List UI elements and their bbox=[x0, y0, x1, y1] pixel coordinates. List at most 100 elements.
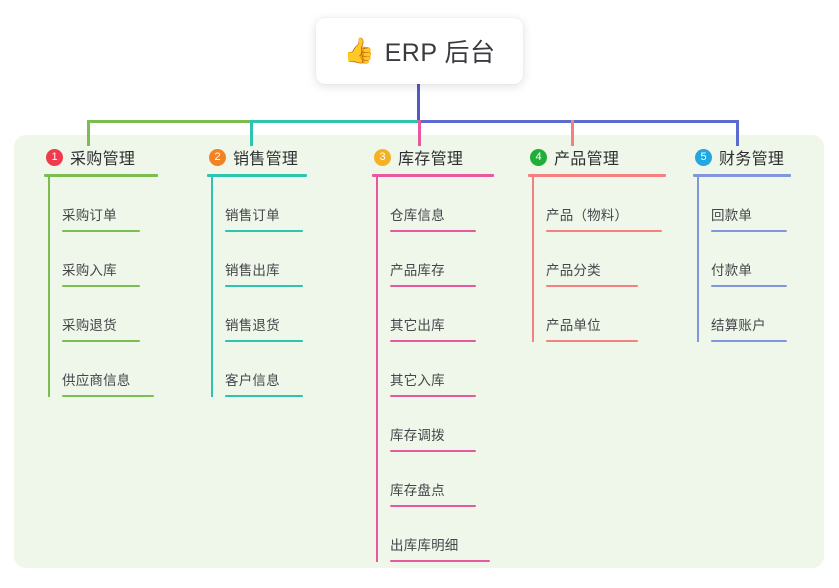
branch-title-label: 产品管理 bbox=[554, 151, 620, 168]
branch-item-underline bbox=[390, 340, 476, 342]
branch-title-underline bbox=[44, 174, 158, 177]
branch-title-2[interactable]: 2 销售管理 bbox=[207, 146, 307, 168]
branch-item-underline bbox=[390, 395, 476, 397]
branch-column-2: 2 销售管理销售订单销售出库销售退货客户信息 bbox=[207, 146, 307, 397]
branch-item-underline bbox=[62, 340, 140, 342]
branch-item-underline bbox=[546, 340, 638, 342]
branch-spine bbox=[211, 177, 213, 397]
root-node-title: ERP 后台 bbox=[384, 39, 496, 67]
branch-title-underline bbox=[528, 174, 666, 177]
branch-item[interactable]: 结算账户 bbox=[693, 287, 791, 342]
branch-column-4: 4 产品管理产品（物料） 产品分类产品单位 bbox=[528, 146, 666, 342]
branch-item-label: 其它出库 bbox=[390, 318, 445, 333]
branch-item[interactable]: 销售订单 bbox=[207, 177, 307, 232]
branch-item-underline bbox=[390, 505, 476, 507]
branch-item[interactable]: 其它出库 bbox=[372, 287, 494, 342]
branch-item[interactable]: 出库库明细 bbox=[372, 507, 494, 562]
branch-spine bbox=[532, 177, 534, 342]
branch-item-underline bbox=[546, 285, 638, 287]
branch-item-label: 出库库明细 bbox=[390, 538, 459, 553]
branch-number-badge: 4 bbox=[530, 148, 547, 166]
branch-number-badge: 3 bbox=[374, 148, 391, 166]
branch-item[interactable]: 回款单 bbox=[693, 177, 791, 232]
branch-item[interactable]: 销售退货 bbox=[207, 287, 307, 342]
branch-item-underline bbox=[390, 285, 476, 287]
branch-item-underline bbox=[711, 285, 787, 287]
branch-title-underline bbox=[207, 174, 307, 177]
branch-item-label: 库存调拨 bbox=[390, 428, 445, 443]
branch-item-underline bbox=[225, 285, 303, 287]
branch-item-list: 采购订单采购入库采购退货供应商信息 bbox=[44, 177, 158, 397]
branch-item[interactable]: 产品单位 bbox=[528, 287, 666, 342]
branch-item-label: 产品（物料） bbox=[546, 208, 629, 223]
branch-item-underline bbox=[390, 560, 490, 562]
branch-item[interactable]: 采购入库 bbox=[44, 232, 158, 287]
branch-item[interactable]: 仓库信息 bbox=[372, 177, 494, 232]
branch-item-list: 回款单付款单结算账户 bbox=[693, 177, 791, 342]
branch-column-3: 3 库存管理仓库信息产品库存其它出库其它入库库存调拨库存盘点出库库明细 bbox=[372, 146, 494, 562]
branch-item[interactable]: 供应商信息 bbox=[44, 342, 158, 397]
branch-item-label: 回款单 bbox=[711, 208, 753, 223]
branch-item-list: 产品（物料） 产品分类产品单位 bbox=[528, 177, 666, 342]
branch-item-label: 库存盘点 bbox=[390, 483, 445, 498]
branch-item[interactable]: 库存调拨 bbox=[372, 397, 494, 452]
branch-item[interactable]: 其它入库 bbox=[372, 342, 494, 397]
bus-segment-1 bbox=[87, 120, 253, 123]
branch-item[interactable]: 产品分类 bbox=[528, 232, 666, 287]
branch-item-label: 仓库信息 bbox=[390, 208, 445, 223]
branch-item[interactable]: 产品库存 bbox=[372, 232, 494, 287]
branch-title-label: 销售管理 bbox=[233, 151, 299, 168]
branch-title-label: 采购管理 bbox=[70, 151, 136, 168]
branch-item-underline bbox=[225, 230, 303, 232]
branch-item-label: 销售出库 bbox=[225, 263, 280, 278]
branch-item-label: 产品库存 bbox=[390, 263, 445, 278]
branch-item-list: 销售订单销售出库销售退货客户信息 bbox=[207, 177, 307, 397]
branch-item[interactable]: 采购订单 bbox=[44, 177, 158, 232]
branch-title-3[interactable]: 3 库存管理 bbox=[372, 146, 494, 168]
branch-title-label: 库存管理 bbox=[398, 151, 464, 168]
branch-item-underline bbox=[390, 230, 476, 232]
diagram-background-panel bbox=[14, 135, 824, 568]
branch-item[interactable]: 客户信息 bbox=[207, 342, 307, 397]
branch-drop-connector-1 bbox=[87, 120, 90, 146]
branch-item[interactable]: 产品（物料） bbox=[528, 177, 666, 232]
bus-segment-3 bbox=[418, 120, 739, 123]
branch-item-underline bbox=[546, 230, 662, 232]
branch-number-badge: 1 bbox=[46, 148, 63, 166]
branch-drop-connector-4 bbox=[571, 120, 574, 146]
branch-item-list: 仓库信息产品库存其它出库其它入库库存调拨库存盘点出库库明细 bbox=[372, 177, 494, 562]
branch-item-label: 采购订单 bbox=[62, 208, 117, 223]
branch-item[interactable]: 采购退货 bbox=[44, 287, 158, 342]
branch-item-label: 结算账户 bbox=[711, 318, 766, 333]
branch-item-label: 销售订单 bbox=[225, 208, 280, 223]
branch-title-underline bbox=[372, 174, 494, 177]
thumbs-up-icon: 👍 bbox=[343, 36, 375, 65]
branch-item[interactable]: 库存盘点 bbox=[372, 452, 494, 507]
branch-drop-connector-2 bbox=[250, 120, 253, 146]
branch-item-underline bbox=[711, 340, 787, 342]
branch-title-4[interactable]: 4 产品管理 bbox=[528, 146, 666, 168]
branch-item-underline bbox=[225, 395, 303, 397]
branch-spine bbox=[697, 177, 699, 342]
branch-item-underline bbox=[62, 395, 154, 397]
branch-item-label: 采购退货 bbox=[62, 318, 117, 333]
root-stem-connector bbox=[417, 84, 420, 123]
branch-spine bbox=[48, 177, 50, 397]
branch-item[interactable]: 付款单 bbox=[693, 232, 791, 287]
branch-item-label: 供应商信息 bbox=[62, 373, 131, 388]
branch-item-label: 客户信息 bbox=[225, 373, 280, 388]
branch-number-badge: 2 bbox=[209, 148, 226, 166]
branch-item-label: 付款单 bbox=[711, 263, 753, 278]
branch-item-label: 采购入库 bbox=[62, 263, 117, 278]
bus-segment-2 bbox=[250, 120, 421, 123]
branch-spine bbox=[376, 177, 378, 562]
branch-item-underline bbox=[390, 450, 476, 452]
branch-item-label: 产品分类 bbox=[546, 263, 601, 278]
branch-drop-connector-3 bbox=[418, 120, 421, 146]
root-node[interactable]: 👍 ERP 后台 bbox=[316, 18, 523, 84]
branch-item[interactable]: 销售出库 bbox=[207, 232, 307, 287]
branch-title-1[interactable]: 1 采购管理 bbox=[44, 146, 158, 168]
